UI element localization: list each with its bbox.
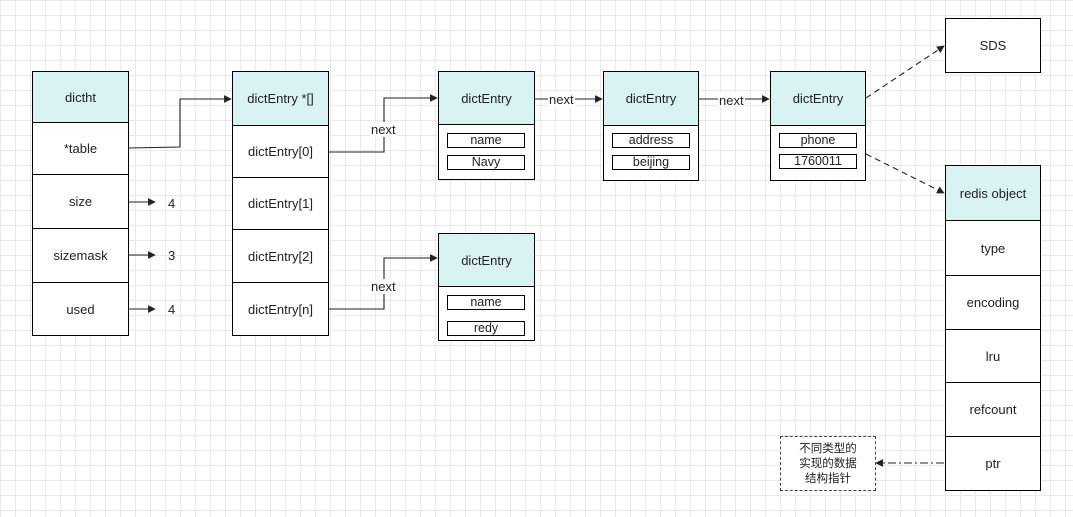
entry-4-value: redy bbox=[447, 321, 525, 336]
redis-object-lru: lru bbox=[945, 329, 1041, 383]
entry3-to-sds-arrow bbox=[865, 45, 945, 99]
entry-3-value: 1760011 bbox=[779, 154, 857, 169]
note-line-1: 不同类型的 bbox=[799, 441, 857, 455]
next-label-slotn: next bbox=[370, 279, 397, 294]
entry-3-key: phone bbox=[779, 133, 857, 148]
entry-2-value: beijing bbox=[612, 155, 690, 170]
dictht-field-size: size bbox=[32, 174, 129, 229]
redis-object-ptr: ptr bbox=[945, 436, 1041, 491]
dictht-field-used: used bbox=[32, 282, 129, 336]
note-line-2: 实现的数据 bbox=[799, 456, 857, 470]
table-slot-0: dictEntry[0] bbox=[232, 125, 329, 178]
entry3-to-object-arrow bbox=[865, 153, 945, 194]
entry-1-title: dictEntry bbox=[438, 71, 535, 125]
redis-object-type: type bbox=[945, 220, 1041, 276]
entry-1-key: name bbox=[447, 133, 525, 148]
entry-3-title: dictEntry bbox=[770, 71, 866, 126]
table-to-array-arrow bbox=[128, 95, 232, 149]
entry-2-key: address bbox=[612, 133, 690, 148]
dictht-field-sizemask: sizemask bbox=[32, 228, 129, 283]
size-value: 4 bbox=[168, 196, 176, 211]
redis-object-refcount: refcount bbox=[945, 382, 1041, 437]
table-slot-1: dictEntry[1] bbox=[232, 177, 329, 230]
table-slot-2: dictEntry[2] bbox=[232, 229, 329, 283]
entry-4-title: dictEntry bbox=[438, 233, 535, 287]
entry-4-key: name bbox=[447, 295, 525, 310]
table-array-title: dictEntry *[] bbox=[232, 71, 329, 126]
next-label-entry1: next bbox=[548, 92, 575, 107]
dictht-title: dictht bbox=[32, 71, 129, 123]
entry-1-value: Navy bbox=[447, 155, 525, 170]
pointer-note: 不同类型的 实现的数据 结构指针 bbox=[780, 436, 876, 491]
redis-object-title: redis object bbox=[945, 165, 1041, 221]
note-line-3: 结构指针 bbox=[805, 471, 851, 485]
next-label-slot0: next bbox=[370, 122, 397, 137]
sizemask-value: 3 bbox=[168, 248, 176, 263]
used-value: 4 bbox=[168, 302, 176, 317]
redis-object-encoding: encoding bbox=[945, 275, 1041, 330]
table-slot-n: dictEntry[n] bbox=[232, 282, 329, 336]
dictht-field-table: *table bbox=[32, 122, 129, 175]
next-label-entry2: next bbox=[718, 93, 745, 108]
entry-2-title: dictEntry bbox=[603, 71, 699, 126]
sds-box: SDS bbox=[945, 18, 1041, 73]
